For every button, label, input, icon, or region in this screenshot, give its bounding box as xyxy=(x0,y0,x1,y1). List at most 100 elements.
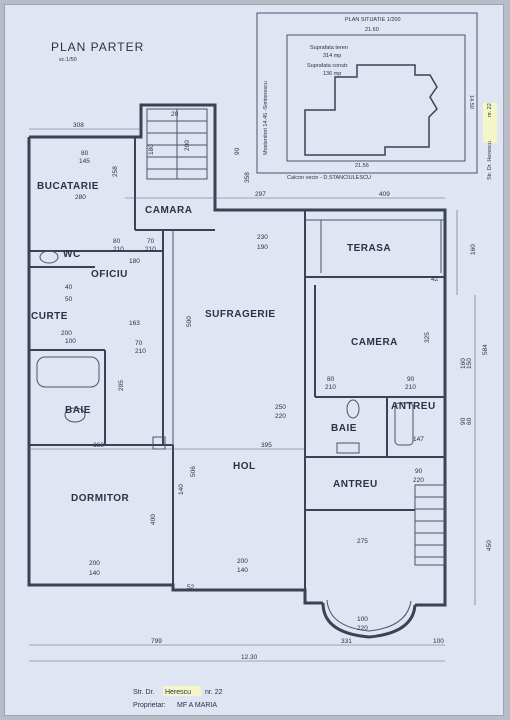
situation-width-bottom: 21.56 xyxy=(355,163,369,169)
dim-label: 100 xyxy=(357,616,368,623)
dim-label: 400 xyxy=(150,514,157,525)
dim-label: 200 xyxy=(184,140,191,151)
dim-label: 100 xyxy=(433,638,444,645)
situation-left-label: Mostenitori 14.45 -Simionescu xyxy=(263,81,269,155)
dim-label: 210 xyxy=(145,246,156,253)
dim-label: 210 xyxy=(325,384,336,391)
dim-label: 163 xyxy=(129,320,140,327)
dim-label: 200 xyxy=(61,330,72,337)
dim-label: 150 xyxy=(466,358,473,369)
dim-label: 210 xyxy=(405,384,416,391)
situation-teren-label: Suprafata teren xyxy=(310,45,348,51)
dim-label: 450 xyxy=(486,540,493,551)
dim-label: 230 xyxy=(257,234,268,241)
dim-label: 799 xyxy=(151,638,162,645)
footer-owner-label: Proprietar: xyxy=(133,702,166,709)
dim-label: 180 xyxy=(148,144,155,155)
floor-plan-drawing: PLAN PARTER sc.1/50 PLAN SITUATIE 1/200 … xyxy=(27,12,497,709)
dim-label: 80 xyxy=(327,376,335,383)
dim-label: 325 xyxy=(424,332,431,343)
room-terasa: TERASA xyxy=(347,243,391,254)
footer: Str. Dr. Herescu nr. 22 Proprietar: MF A… xyxy=(133,686,223,709)
dim-label: 20 xyxy=(171,111,179,118)
room-camara: CAMARA xyxy=(145,205,192,216)
dim-label: 258 xyxy=(112,166,119,177)
dim-label: 52 xyxy=(187,584,195,591)
dim-label: 90 xyxy=(460,417,467,425)
room-antreu-right: ANTREU xyxy=(391,401,436,412)
room-baie-left: BAIE xyxy=(65,405,91,416)
dim-label: 500 xyxy=(186,316,193,327)
room-wc: WC xyxy=(63,249,81,260)
dim-label: 331 xyxy=(341,638,352,645)
room-curte: CURTE xyxy=(31,311,68,322)
dim-label: 275 xyxy=(357,538,368,545)
room-dormitor: DORMITOR xyxy=(71,493,130,504)
situation-title: PLAN SITUATIE 1/200 xyxy=(345,17,401,23)
dim-label: 80 xyxy=(113,238,121,245)
room-baie-right: BAIE xyxy=(331,423,357,434)
situation-teren-value: 314 mp xyxy=(323,53,341,59)
dim-label: 60 xyxy=(466,417,473,425)
dim-label: 90 xyxy=(415,468,423,475)
dimension-labels: 308 80 145 280 258 20 180 200 90 358 297… xyxy=(61,111,493,661)
situation-width-top: 21.60 xyxy=(365,27,379,33)
dim-label: 395 xyxy=(261,442,272,449)
dim-label: 160 xyxy=(460,358,467,369)
situation-constr-value: 136 mp xyxy=(323,71,341,77)
dim-label: 210 xyxy=(135,348,146,355)
dim-label: 140 xyxy=(178,484,185,495)
dim-label: 90 xyxy=(407,376,415,383)
dimension-lines xyxy=(27,128,476,662)
room-oficiu: OFICIU xyxy=(91,269,128,280)
situation-depth: 14.50 xyxy=(468,95,474,109)
dim-label: 140 xyxy=(89,570,100,577)
dim-label: 50 xyxy=(65,296,73,303)
room-labels: BUCATARIE CAMARA WC OFICIU CURTE BAIE SU… xyxy=(31,181,436,504)
dim-label: 584 xyxy=(482,344,489,355)
dim-label: 200 xyxy=(237,558,248,565)
dim-label: 210 xyxy=(113,246,124,253)
dim-label: 220 xyxy=(275,413,286,420)
situation-bottom-label: Calcon vecin - D.STANCIULESCU xyxy=(287,175,371,181)
footer-street-name: Herescu xyxy=(165,689,191,696)
dim-label: 200 xyxy=(89,560,100,567)
dim-label: 12.30 xyxy=(241,654,258,661)
dim-label: 140 xyxy=(237,567,248,574)
dim-label: 145 xyxy=(79,158,90,165)
dim-label: 297 xyxy=(255,191,266,198)
dim-label: 190 xyxy=(257,244,268,251)
dim-label: 280 xyxy=(75,194,86,201)
dim-label: 358 xyxy=(244,172,251,183)
dim-label: 70 xyxy=(135,340,143,347)
footer-owner-name: MF A MARIA xyxy=(177,702,217,709)
dim-label: 308 xyxy=(73,122,84,129)
dim-label: 220 xyxy=(357,625,368,632)
dim-label: 250 xyxy=(275,404,286,411)
dim-label: 147 xyxy=(413,436,424,443)
situation-constr-label: Suprafata constr. xyxy=(307,63,349,69)
room-sufragerie: SUFRAGERIE xyxy=(205,309,276,320)
interior-walls xyxy=(29,137,445,590)
dim-label: 40 xyxy=(65,284,73,291)
plan-title: PLAN PARTER xyxy=(51,40,144,54)
dim-label: 220 xyxy=(413,477,424,484)
dim-label: 160 xyxy=(470,244,477,255)
dim-label: 409 xyxy=(379,191,390,198)
room-antreu-bottom: ANTREU xyxy=(333,479,378,490)
dim-label: 506 xyxy=(190,466,197,477)
room-hol: HOL xyxy=(233,461,256,472)
dim-label: -360 xyxy=(91,442,104,449)
drawing-sheet: PLAN PARTER sc.1/50 PLAN SITUATIE 1/200 … xyxy=(4,4,504,716)
room-bucatarie: BUCATARIE xyxy=(37,181,99,192)
dim-label: 100 xyxy=(65,338,76,345)
footer-street-label: Str. Dr. xyxy=(133,689,154,696)
dim-label: 70 xyxy=(147,238,155,245)
dim-label: 180 xyxy=(129,258,140,265)
dim-label: 42 xyxy=(431,276,439,283)
dim-label: 80 xyxy=(81,150,89,157)
situation-street-label: Str. Dr. Herescu xyxy=(487,141,493,180)
dim-label: 90 xyxy=(234,147,241,155)
situation-street-number: nr. 22 xyxy=(487,103,493,117)
plan-scale: sc.1/50 xyxy=(59,57,77,63)
